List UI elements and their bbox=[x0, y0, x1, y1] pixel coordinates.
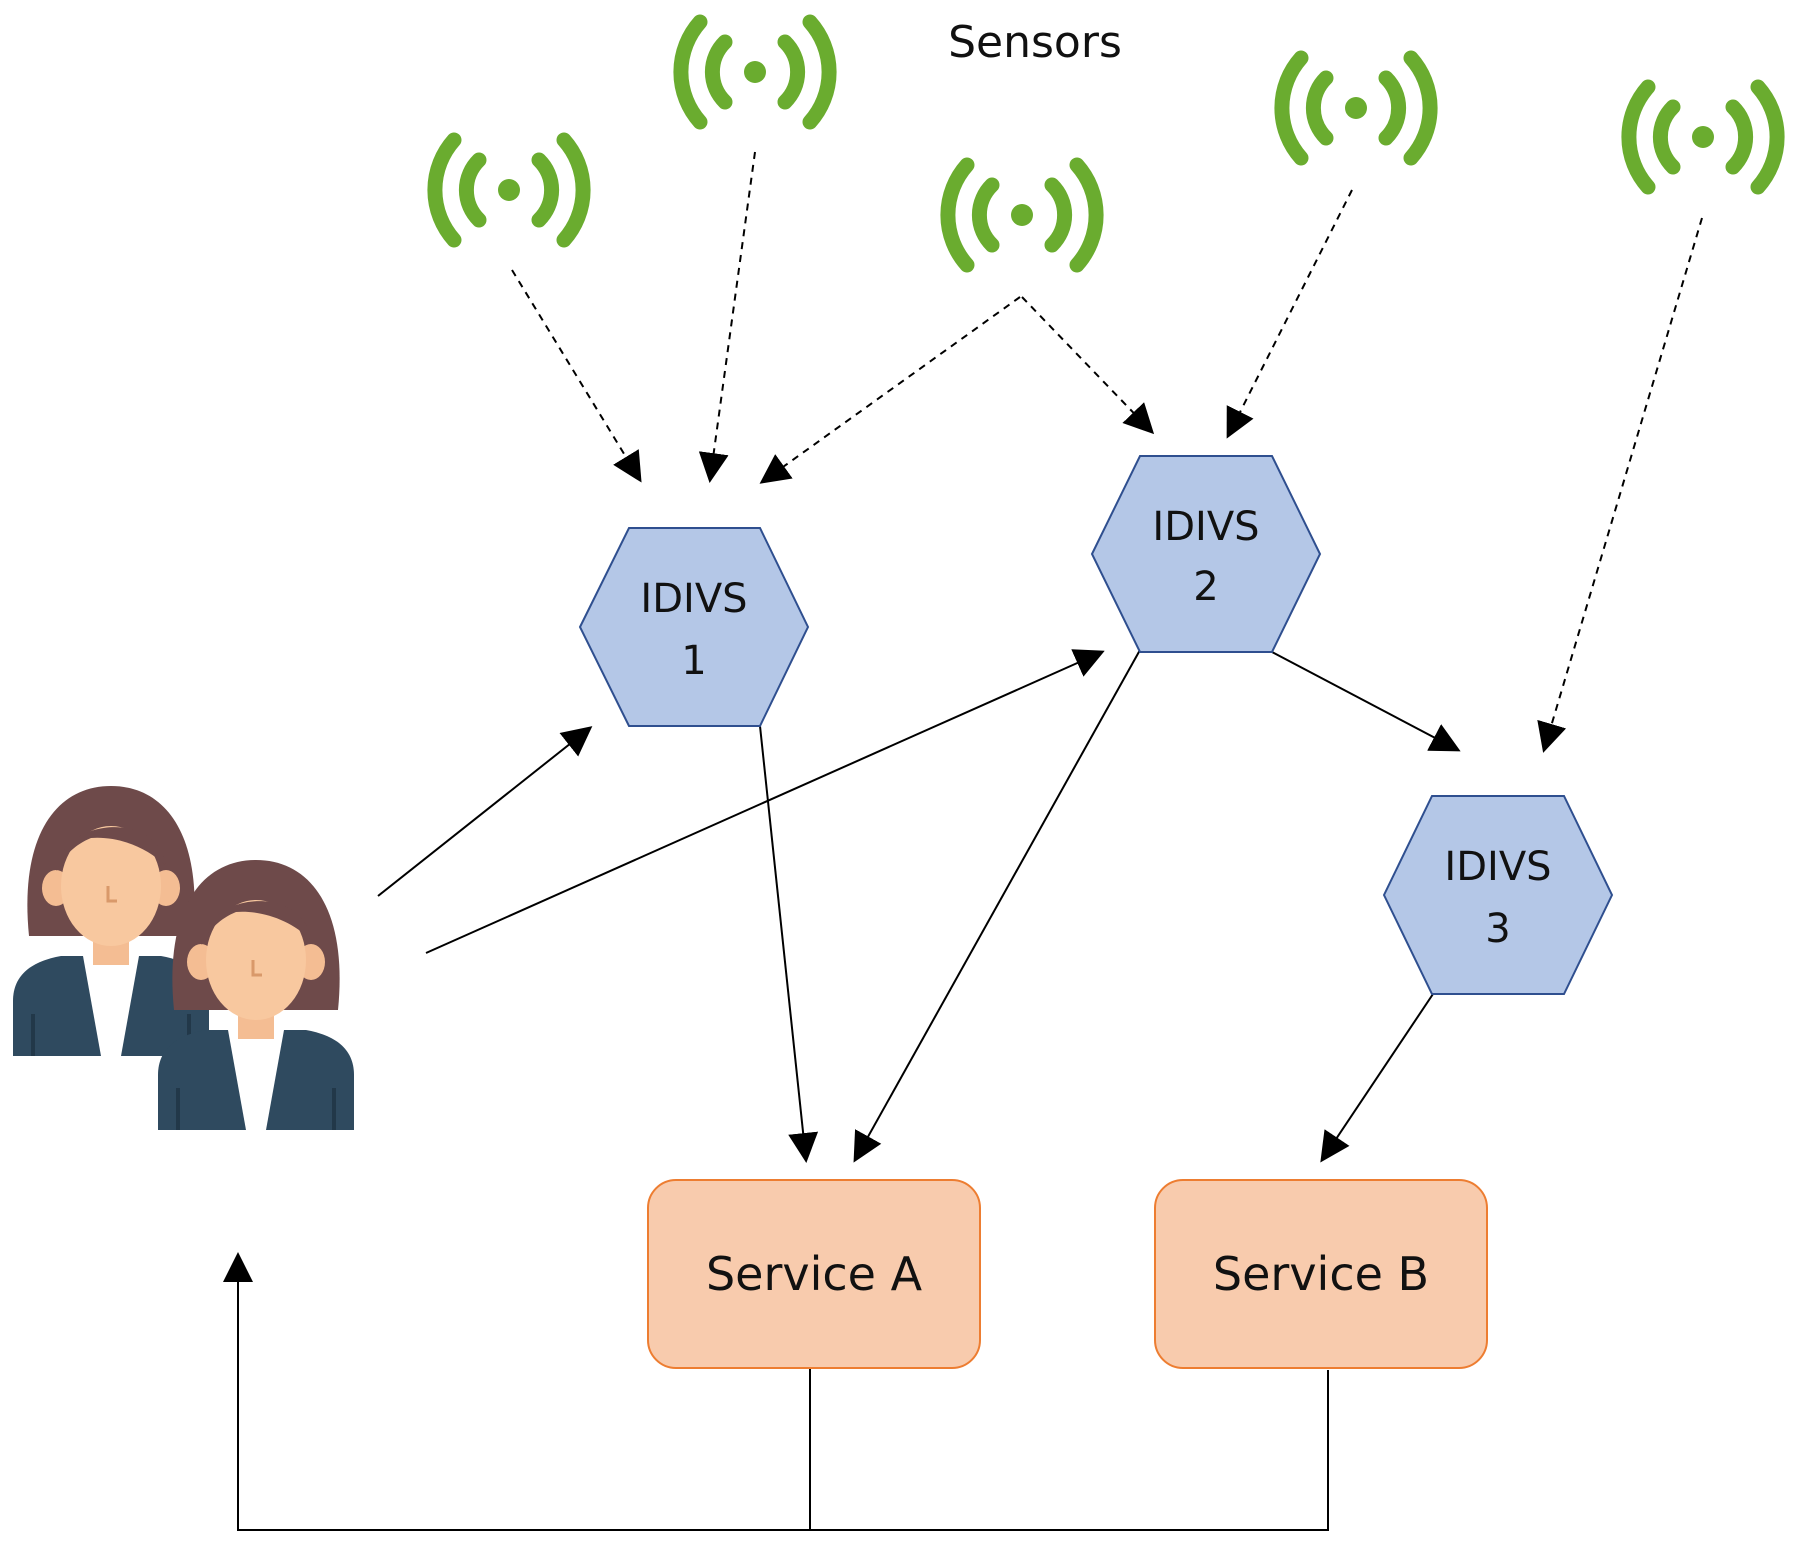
service-a-label: Service A bbox=[706, 1247, 923, 1301]
users-icon bbox=[11, 784, 356, 1132]
wireless-signal-icon bbox=[435, 140, 583, 240]
wireless-signal-icon bbox=[681, 22, 829, 122]
idivs-2-label-bottom: 2 bbox=[1193, 564, 1218, 610]
service-a-node[interactable]: Service A bbox=[647, 1179, 981, 1369]
service-b-label: Service B bbox=[1213, 1247, 1429, 1301]
wireless-signal-icon bbox=[948, 165, 1096, 265]
idivs-1-label-top: IDIVS bbox=[640, 576, 747, 622]
sensors-title: Sensors bbox=[948, 17, 1122, 68]
idivs-3-node[interactable]: IDIVS 3 bbox=[1382, 795, 1614, 995]
idivs-2-label-top: IDIVS bbox=[1152, 504, 1259, 550]
wireless-signal-icon bbox=[1282, 58, 1430, 158]
idivs-1-node[interactable]: IDIVS 1 bbox=[578, 527, 810, 727]
idivs-1-label-bottom: 1 bbox=[681, 638, 706, 684]
sensor-connectors bbox=[511, 151, 1703, 753]
idivs-2-node[interactable]: IDIVS 2 bbox=[1090, 455, 1322, 653]
idivs-3-label-top: IDIVS bbox=[1444, 844, 1551, 890]
service-b-node[interactable]: Service B bbox=[1154, 1179, 1488, 1369]
wireless-signal-icon bbox=[1629, 87, 1777, 187]
flow-connectors bbox=[223, 649, 1461, 1531]
idivs-3-label-bottom: 3 bbox=[1485, 906, 1510, 952]
